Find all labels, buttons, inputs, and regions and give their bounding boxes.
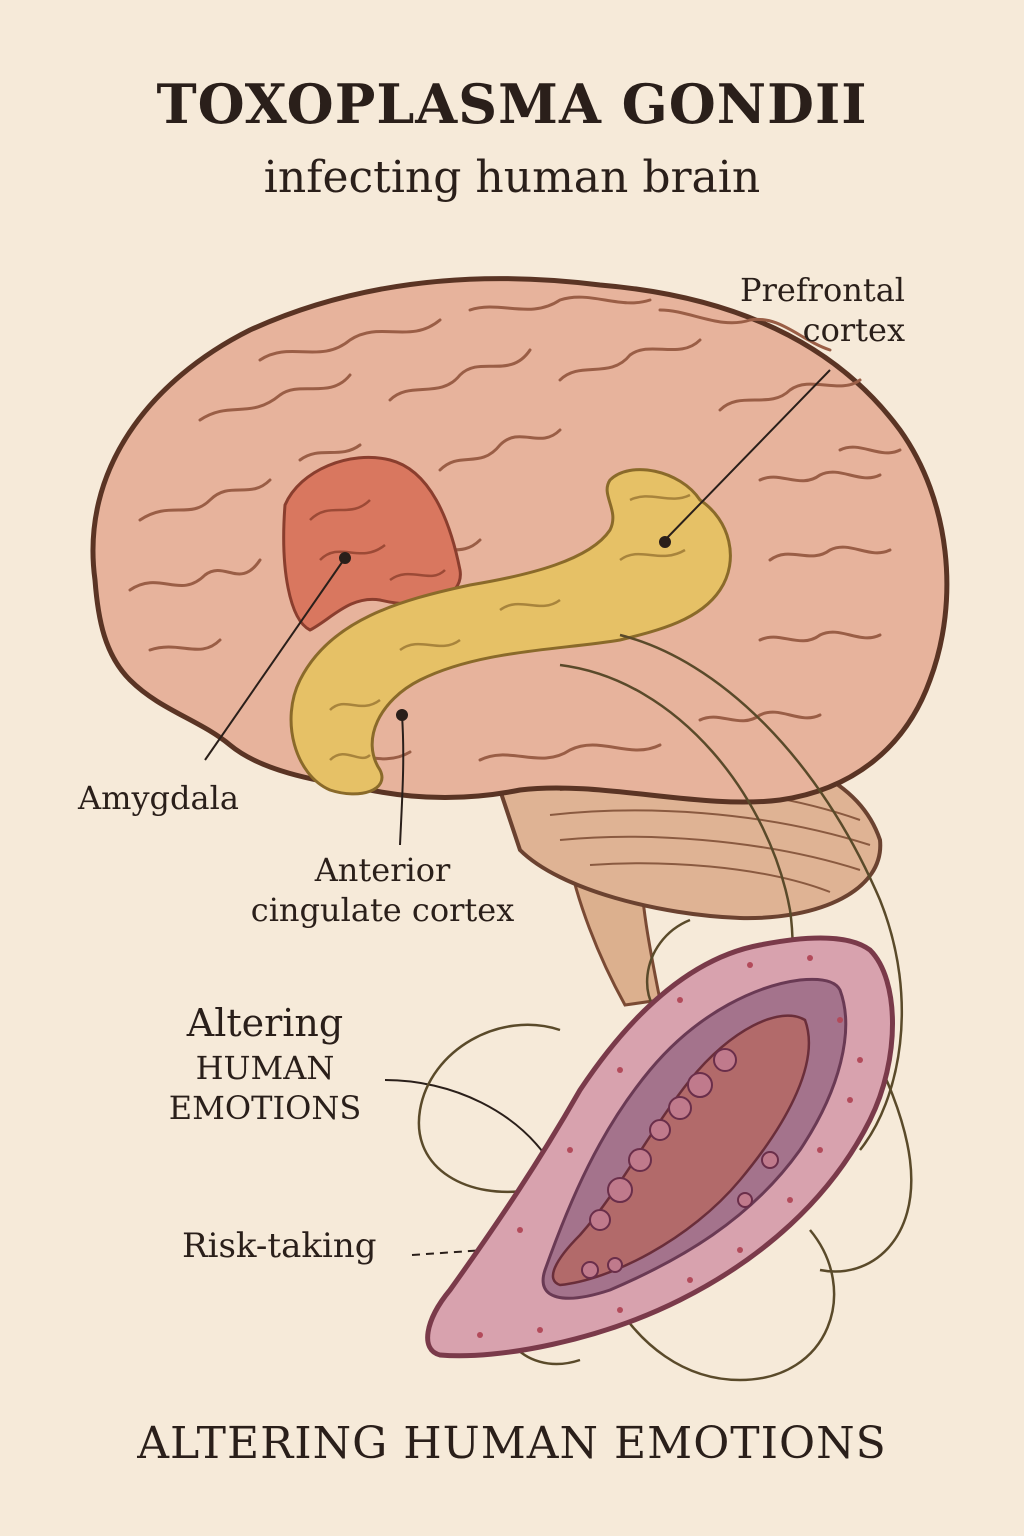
cingulate-region (289, 468, 732, 796)
label-prefrontal-line1: Prefrontal (740, 271, 905, 309)
label-altering-line3: EMOTIONS (168, 1088, 362, 1127)
page-title: TOXOPLASMA GONDII (156, 72, 868, 136)
label-acc-line1: Anterior (314, 851, 451, 889)
acc-dot (396, 709, 408, 721)
prefrontal-dot (659, 536, 671, 548)
label-prefrontal-cortex: Prefrontal cortex (720, 270, 905, 350)
risk-leader (411, 1249, 486, 1256)
label-altering-line2: HUMAN (195, 1048, 335, 1087)
prefrontal-leader (664, 369, 831, 541)
amygdala-dot (339, 552, 351, 564)
amygdala-leader (204, 557, 346, 761)
label-prefrontal-line2: cortex (802, 311, 905, 349)
altering-leader (384, 1079, 556, 1171)
label-amygdala: Amygdala (78, 779, 239, 817)
label-risk-taking: Risk-taking (182, 1226, 377, 1266)
parasite-nucleus (551, 1014, 810, 1287)
brain-gyri (128, 295, 902, 762)
label-altering-line1: Altering (186, 1001, 344, 1045)
page-subtitle: infecting human brain (263, 152, 761, 203)
acc-leader (399, 714, 405, 846)
label-anterior-cingulate-cortex: Anterior cingulate cortex (240, 850, 525, 930)
label-altering-human-emotions: Altering HUMAN EMOTIONS (155, 1000, 375, 1128)
cerebrum (90, 276, 950, 805)
footer-caption: ALTERING HUMAN EMOTIONS (137, 1418, 887, 1469)
label-acc-line2: cingulate cortex (250, 891, 515, 929)
amygdala-folds (309, 499, 446, 582)
parasite-organelles (581, 1048, 779, 1279)
parasite-speckles (477, 955, 863, 1338)
leader-lines (204, 369, 831, 1256)
cingulate-folds (329, 493, 691, 761)
